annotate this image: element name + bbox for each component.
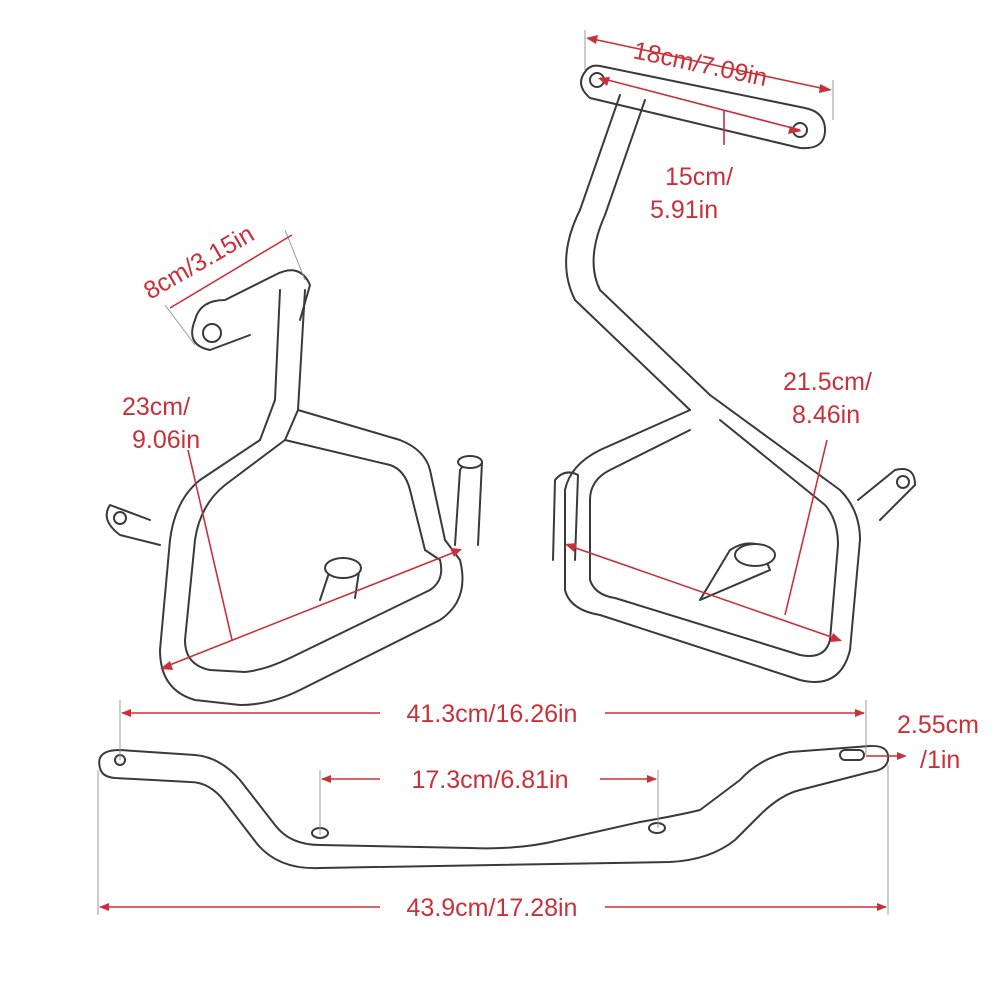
label-bar-center-hole-span: 17.3cm/6.81in — [411, 766, 568, 794]
cross-bar-end-slot-right — [839, 749, 865, 761]
dim-top-plate-length — [584, 30, 834, 120]
right-side-tab-hole — [896, 475, 910, 489]
right-riser-tube — [565, 94, 691, 411]
left-upper-tab-hole — [202, 323, 222, 343]
label-bar-end-width-line2: /1in — [920, 746, 960, 774]
right-main-loop — [564, 394, 861, 683]
left-main-loop-inner — [184, 439, 443, 673]
right-crash-bar — [552, 64, 916, 683]
label-left-frame-height-line1: 23cm/ — [122, 393, 190, 421]
label-riser-height-line2: 5.91in — [650, 196, 718, 224]
cross-bar-center-hole-right — [648, 822, 666, 834]
left-upper-tab — [194, 269, 311, 321]
right-riser-tube-outer — [592, 99, 711, 396]
dim-left-tab-length — [164, 229, 306, 346]
right-mount-boss-face — [734, 543, 776, 567]
dim-riser-height — [598, 77, 802, 145]
left-main-loop — [159, 439, 464, 706]
label-right-frame-height-line2: 8.46in — [792, 401, 860, 429]
dim-bar-hole-span — [119, 700, 867, 760]
label-bar-hole-span: 41.3cm/16.26in — [407, 700, 578, 728]
dim-bar-center-hole-span — [319, 770, 659, 835]
label-left-frame-height-line2: 9.06in — [132, 426, 200, 454]
cross-bar-body — [98, 744, 890, 870]
left-tube-end — [454, 458, 483, 546]
dim-bar-end-width — [866, 752, 907, 760]
right-side-tab — [857, 468, 916, 521]
right-tube-end — [552, 471, 579, 561]
left-side-tab-hole — [113, 511, 127, 525]
right-top-plate — [580, 64, 826, 150]
dim-right-frame-height — [565, 439, 842, 642]
label-riser-height-line1: 15cm/ — [665, 163, 733, 191]
left-tube-end-opening — [457, 455, 483, 469]
left-crash-bar — [105, 269, 483, 706]
label-bar-total-length: 43.9cm/17.28in — [407, 894, 578, 922]
left-mount-boss-face — [324, 557, 362, 579]
bottom-cross-bar — [98, 744, 890, 870]
dim-bar-total-length — [97, 765, 889, 915]
left-cross-tube — [297, 409, 446, 541]
label-top-plate-length: 18cm/7.09in — [631, 36, 770, 92]
left-upper-tab-edge — [191, 319, 251, 351]
right-main-loop-inner — [589, 419, 839, 657]
label-bar-end-width-line1: 2.55cm — [897, 711, 979, 739]
left-cross-tube-inner — [284, 439, 426, 551]
dim-left-frame-height — [160, 449, 462, 670]
label-right-frame-height-line1: 21.5cm/ — [783, 368, 872, 396]
left-side-tab — [105, 504, 161, 546]
left-vertical-tube — [259, 289, 281, 441]
